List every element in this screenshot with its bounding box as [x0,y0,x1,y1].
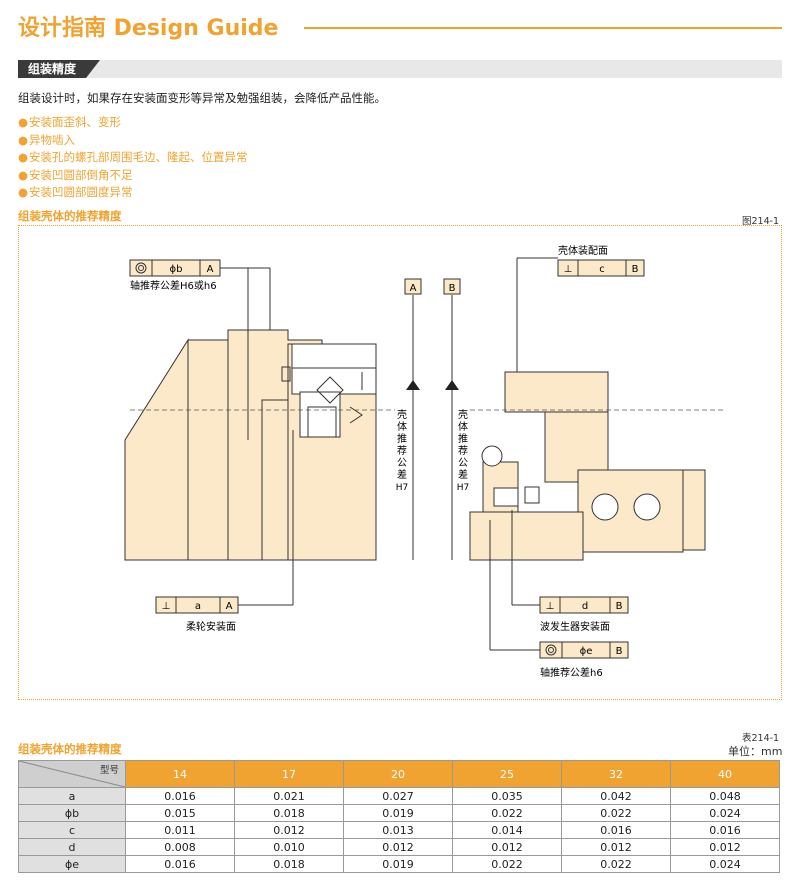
svg-text:公: 公 [458,458,468,469]
svg-text:壳: 壳 [458,408,468,421]
table-number: 表214-1 [742,733,780,744]
callout-d: ⊥ d B 波发生器安装面 [539,596,629,633]
svg-text:推: 推 [397,432,407,445]
svg-text:差: 差 [458,468,468,481]
intro-text: 组装设计时，如果存在安装面变形等异常及勉强组装，会降低产品性能。 [18,91,386,105]
callout-c-value: c [599,264,605,275]
section-title: 组装精度 [18,60,101,78]
callout-e-symbol: ϕe [580,646,593,657]
svg-text:公: 公 [397,458,407,469]
table-header: 40 [670,760,780,788]
list-item: 安装凹圆部倒角不足 [18,167,248,185]
bearing-outer [291,343,377,395]
left-housing-bevel [124,338,189,561]
figure-frame [18,225,782,700]
left-housing [187,339,229,561]
svg-text:壳: 壳 [397,408,407,421]
list-item: 安装孔的螺孔部周围毛边、隆起、位置异常 [18,149,248,167]
callout-b-ref: A [207,264,214,275]
bullet-list: 安装面歪斜、变形 异物啮入 安装孔的螺孔部周围毛边、隆起、位置异常 安装凹圆部倒… [18,114,248,202]
figure-number: 图214-1 [742,216,780,227]
callout-b-label: 轴推荐公差H6或h6 [130,279,217,292]
table-header: 14 [125,760,235,788]
callout-d-ref: B [616,601,623,612]
callout-e-label: 轴推荐公差h6 [540,666,603,679]
page-title: 设计指南 Design Guide [18,16,279,41]
callout-a: ⊥ a A 柔轮安装面 [155,596,239,633]
right-upper-block [504,371,609,413]
table-header: 32 [561,760,671,788]
right-cap [682,469,706,551]
svg-text:推: 推 [458,432,468,445]
callout-a-label: 柔轮安装面 [186,620,236,633]
section-bar [18,60,782,78]
callout-a-ref: A [226,601,233,612]
datum-a-triangle [406,380,420,390]
left-vertical-label: 壳 体 推 荐 公 差 H7 [396,408,409,493]
wg-ball [481,445,503,467]
table-header: 20 [343,760,453,788]
callout-c-symbol: ⊥ [564,264,573,275]
callout-c-label: 壳体装配面 [558,244,608,257]
svg-text:荐: 荐 [397,445,407,457]
table-caption: 组装壳体的推荐精度 [18,742,122,756]
callout-d-value: d [582,601,588,612]
title-rule [304,27,782,29]
right-vertical-label: 壳 体 推 荐 公 差 H7 [457,408,470,493]
callout-d-label: 波发生器安装面 [540,620,610,633]
table-header: 25 [452,760,562,788]
list-item: 安装凹圆部圆度异常 [18,184,248,202]
table-corner: 型号 [18,760,126,788]
svg-text:H7: H7 [396,483,409,493]
callout-b-symbol: ϕb [170,264,183,275]
callout-a-value: a [195,601,201,612]
callout-c-ref: B [632,264,639,275]
assembly-diagram: A B ϕb A 轴推荐公差H6或h6 ⊥ c B 壳体装配面 ⊥ a A 柔轮… [124,244,725,679]
callout-c: ⊥ c B 壳体装配面 [557,244,645,277]
svg-text:差: 差 [397,468,407,481]
flexspline-boss [261,399,293,561]
svg-text:H7: H7 [457,483,470,493]
svg-text:体: 体 [458,421,468,433]
callout-b: ϕb A 轴推荐公差H6或h6 [129,259,221,292]
callout-a-symbol: ⊥ [162,601,171,612]
wg-screw [493,487,519,507]
cross-roller [316,376,344,404]
bearing-ball-1 [591,493,619,521]
wave-generator-hub [469,511,584,561]
list-item: 安装面歪斜、变形 [18,114,248,132]
datum-b-triangle [445,380,459,390]
list-item: 异物啮入 [18,132,248,150]
svg-text:体: 体 [397,421,407,433]
datum-a: A [410,283,417,294]
datum-b: B [449,283,456,294]
table-unit: 单位：mm [728,745,783,758]
bearing-ball-2 [633,493,661,521]
table-header: 17 [234,760,344,788]
wg-nut [524,486,540,504]
callout-d-symbol: ⊥ [546,601,555,612]
figure-caption: 组装壳体的推荐精度 [18,209,122,223]
callout-e-ref: B [616,646,623,657]
callout-e: ϕe B 轴推荐公差h6 [539,641,629,679]
svg-text:荐: 荐 [458,445,468,457]
